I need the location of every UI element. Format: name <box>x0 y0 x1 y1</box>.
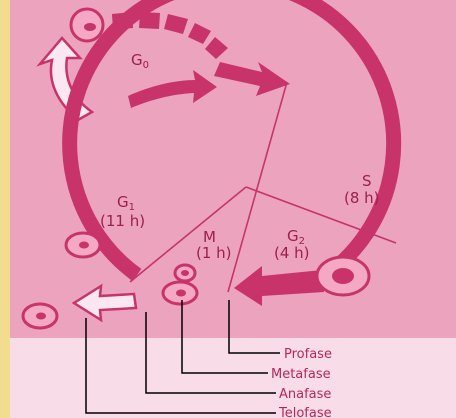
profase-label: Profase <box>284 347 332 362</box>
s-duration: (8 h) <box>344 189 380 207</box>
g2-duration: (4 h) <box>274 244 310 262</box>
g0-cell <box>71 9 103 41</box>
g1-duration: (11 h) <box>100 212 145 230</box>
labels-panel <box>10 338 456 418</box>
telofase-label: Telofase <box>278 406 332 418</box>
s-label: S <box>362 172 372 190</box>
s-cell <box>317 257 369 295</box>
anafase-label: Anafase <box>279 387 331 402</box>
metafase-label: Metafase <box>271 367 331 382</box>
g1-cell <box>66 233 100 257</box>
telophase-cell <box>23 304 57 328</box>
m-duration: (1 h) <box>196 244 232 262</box>
